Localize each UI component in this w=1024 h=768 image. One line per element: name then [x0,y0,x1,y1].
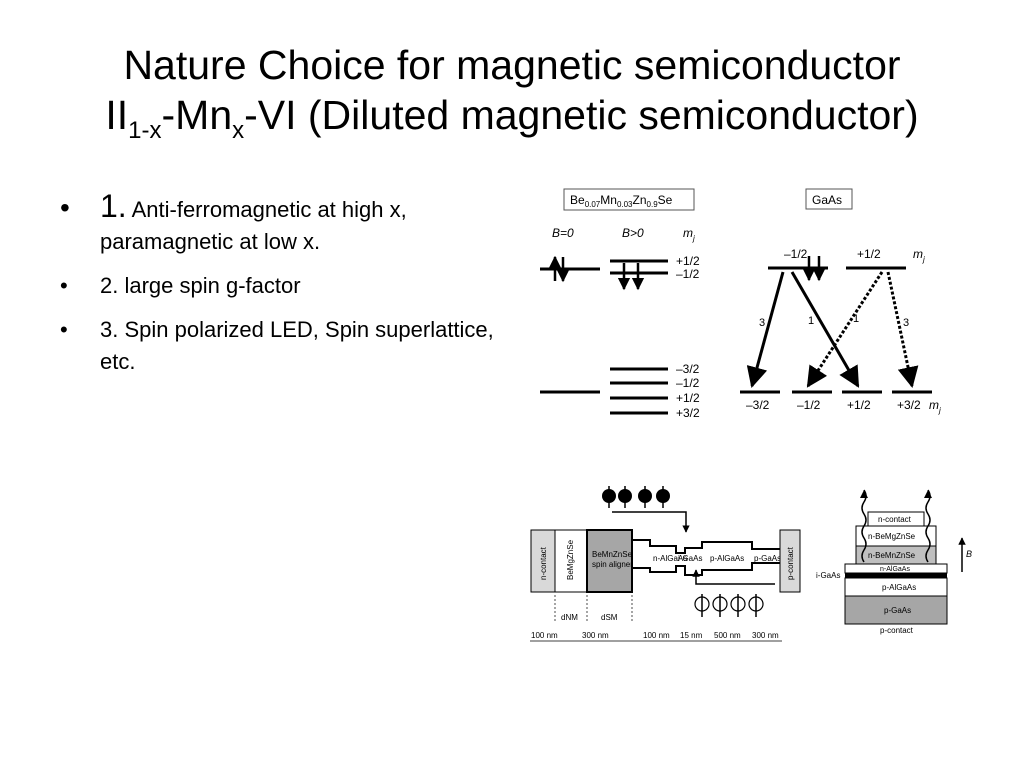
level-label: +3/2 [676,406,700,420]
hole-injection-arrow [692,569,775,585]
b-zero-label: B=0 [552,226,574,240]
conduction-band [632,539,780,554]
bullet-item-2: • 2. large spin g-factor [60,270,520,302]
level-label: –1/2 [797,398,821,412]
level-label: +1/2 [676,254,700,268]
layer-label: BeMgZnSe [566,539,575,580]
layer-p-contact [779,529,801,593]
svg-text:p-contact: p-contact [880,626,914,635]
layer-p-gaas [844,595,948,625]
i-gaas-label: i-GaAs [816,571,840,580]
transition-weight: 3 [759,317,765,329]
thickness-label: 100 nm [643,631,670,640]
bullet-dot: • [60,317,68,342]
figure-gaas-selection-rules: GaAs –1/2 +1/2 mj –3/2 –1/2 +1/2 +3/2 mj… [740,188,941,415]
svg-text:n-BeMgZnSe: n-BeMgZnSe [868,532,916,541]
b-positive-label: B>0 [622,226,644,240]
bullet-item-3: • 3. Spin polarized LED, Spin superlatti… [60,314,520,378]
transition-arrow-dotted [806,271,884,388]
bullet-list: • 1. Anti-ferromagnetic at high x, param… [60,190,520,390]
transition-weight: 1 [853,313,859,325]
layer-label: i-GaAs [678,554,702,563]
bullet-dot: • [60,192,70,223]
svg-text:n-contact: n-contact [878,515,912,524]
layer-i-gaas [845,573,947,578]
light-emission-icon [861,489,867,563]
title-line-1: Nature Choice for magnetic semiconductor [123,42,901,88]
compound-label-box [563,188,695,211]
thickness-label: 100 nm [531,631,558,640]
light-emission-icon [925,489,931,563]
level-label: –1/2 [676,376,700,390]
level-label: +1/2 [857,247,881,261]
transition-arrow [790,271,860,388]
valence-band [632,562,780,576]
mj-label-bottom: mj [929,398,941,415]
compound-label: Be0.07Mn0.03Zn0.9Se [570,193,673,209]
level-label: –3/2 [746,398,770,412]
layer-label: n-contact [539,546,548,580]
mj-label: mj [683,226,695,243]
layer-label: BeMnZnSe [592,550,633,559]
bullet-item-1: • 1. Anti-ferromagnetic at high x, param… [60,188,407,254]
layer-label: p-contact [786,546,795,580]
svg-text:n-BeMnZnSe: n-BeMnZnSe [868,551,916,560]
gaas-label-box [805,188,853,210]
layer-spin-aligner [586,529,633,593]
mj-label: mj [913,247,925,264]
figure-device-stack: n-contact n-BeMgZnSe n-BeMnZnSe n-AlGaAs… [816,489,972,635]
slide-title: Nature Choice for magnetic semiconductor… [0,40,1024,144]
thickness-label: 300 nm [582,631,609,640]
thickness-label: 300 nm [752,631,779,640]
layer-n-contact [530,529,556,593]
transition-weight: 3 [903,317,909,329]
title-line-2: II1-x-Mnx-VI (Diluted magnetic semicondu… [105,92,919,144]
dimension-label: dNM [561,613,578,622]
transition-weight: 1 [808,315,814,327]
thickness-label: 500 nm [714,631,741,640]
level-label: –3/2 [676,362,700,376]
level-label: +3/2 [897,398,921,412]
electron-spin-icons [602,486,670,508]
field-label: B [966,549,972,559]
injection-arrow [612,511,690,533]
layer-label: spin aligner [592,560,633,569]
transition-arrow [746,271,785,389]
figure-spin-led-bands: n-contact BeMgZnSe BeMnZnSe spin aligner… [530,486,801,642]
layer-label: n-AlGaAs [653,554,687,563]
svg-text:n-AlGaAs: n-AlGaAs [880,566,910,573]
svg-text:p-AlGaAs: p-AlGaAs [882,583,916,592]
transition-arrow-dotted [886,271,919,389]
level-label: +1/2 [847,398,871,412]
figure-energy-levels: Be0.07Mn0.03Zn0.9Se B=0 B>0 mj +1/2 –1/2… [540,188,700,420]
hole-spin-icons [694,594,764,617]
layer-label: p-GaAs [754,554,781,563]
gaas-label: GaAs [812,193,842,207]
level-label: –1/2 [784,247,808,261]
layer-label: p-AlGaAs [710,554,744,563]
dimension-label: dSM [601,613,618,622]
bullet-dot: • [60,273,68,298]
svg-text:p-GaAs: p-GaAs [884,606,911,615]
level-label: –1/2 [676,267,700,281]
thickness-label: 15 nm [680,631,703,640]
level-label: +1/2 [676,391,700,405]
